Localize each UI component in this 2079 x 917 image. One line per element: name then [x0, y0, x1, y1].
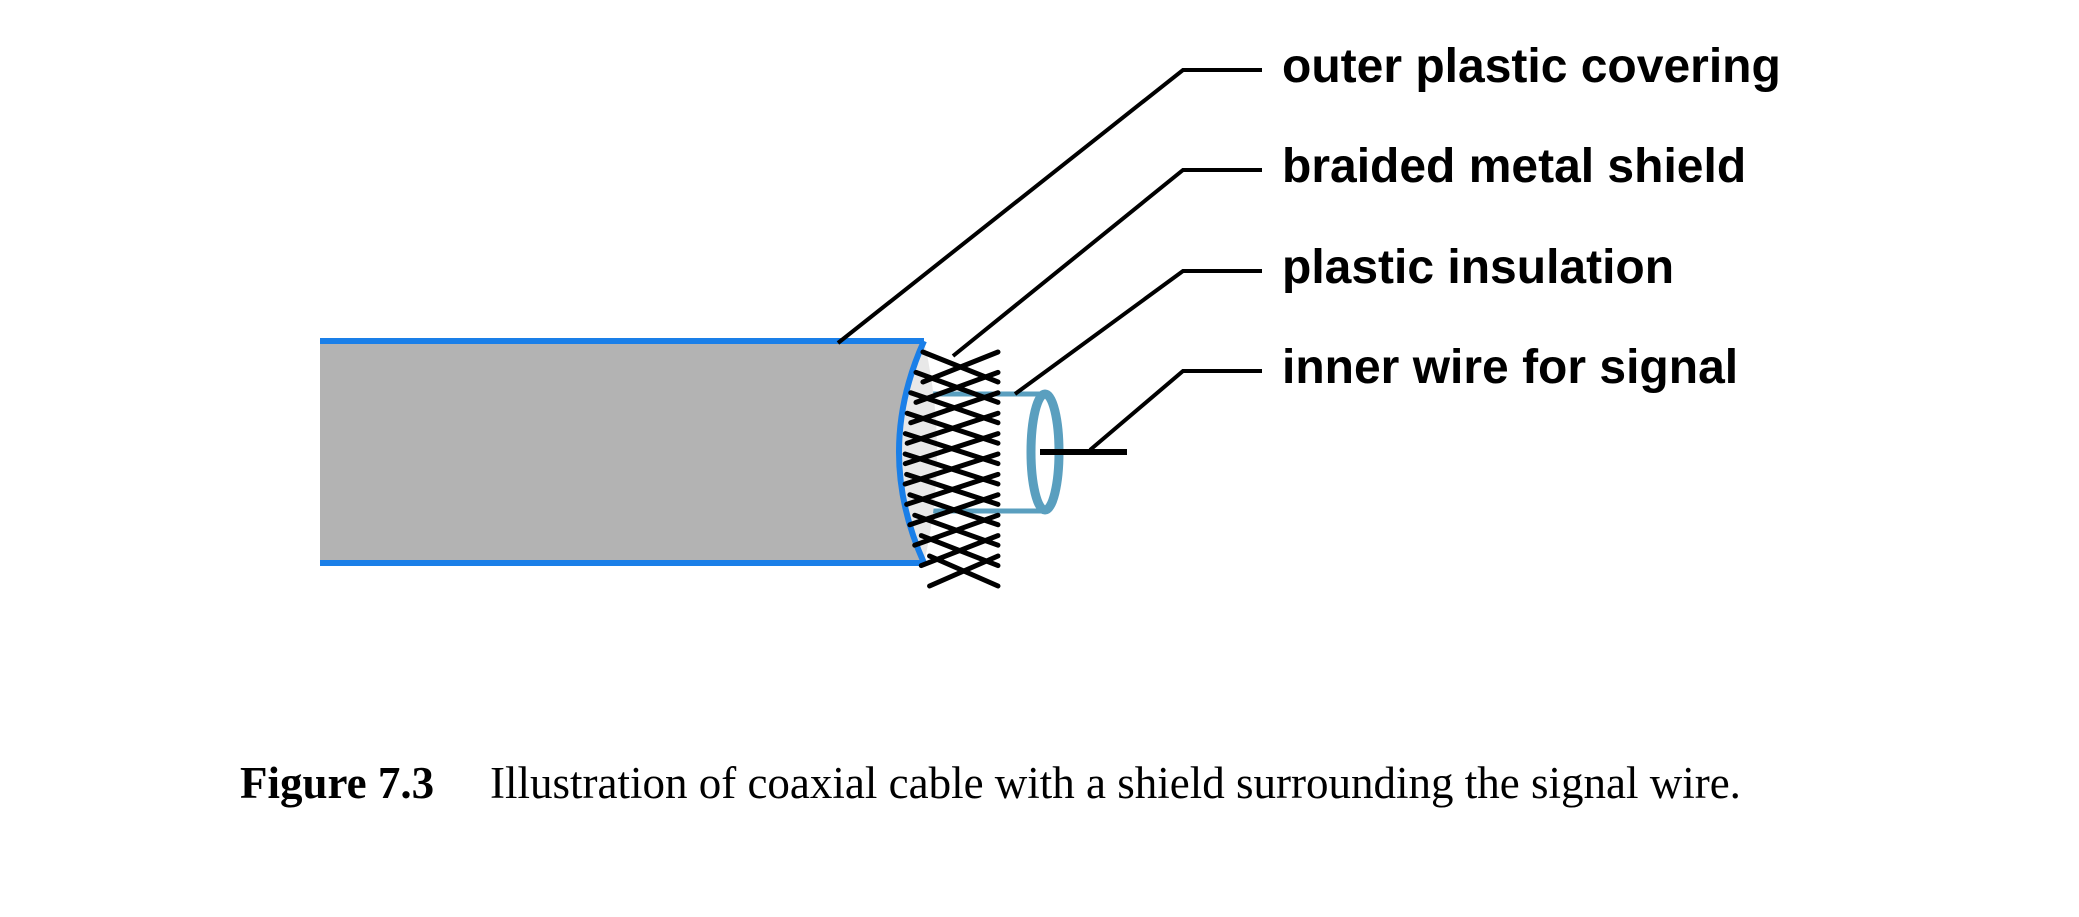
- braided-metal-shield: [902, 349, 1001, 589]
- leader-plastic-insulation: [1013, 269, 1262, 396]
- braid-strand: [927, 553, 1001, 589]
- insulation-tube: [915, 394, 1045, 511]
- caption-text: Illustration of coaxial cable with a shi…: [490, 758, 1741, 808]
- label-plastic-insulation: plastic insulation: [1282, 241, 1674, 294]
- label-outer-plastic-covering: outer plastic covering: [1282, 40, 1781, 93]
- leader-braided-metal-shield: [951, 168, 1262, 358]
- outer-plastic-covering: [320, 338, 937, 566]
- jacket-end-arc: [896, 339, 927, 565]
- leader-lines: [836, 68, 1262, 452]
- label-braided-metal-shield: braided metal shield: [1282, 140, 1746, 193]
- leader-inner-wire-for-signal: [1088, 369, 1262, 452]
- figure-number: Figure 7.3: [240, 758, 435, 808]
- figure-caption: Figure 7.3 Illustration of coaxial cable…: [240, 752, 1850, 814]
- jacket-body: [320, 341, 924, 563]
- leader-outer-plastic-covering: [836, 68, 1262, 345]
- label-inner-wire-for-signal: inner wire for signal: [1282, 341, 1738, 394]
- plastic-insulation: [915, 389, 1064, 515]
